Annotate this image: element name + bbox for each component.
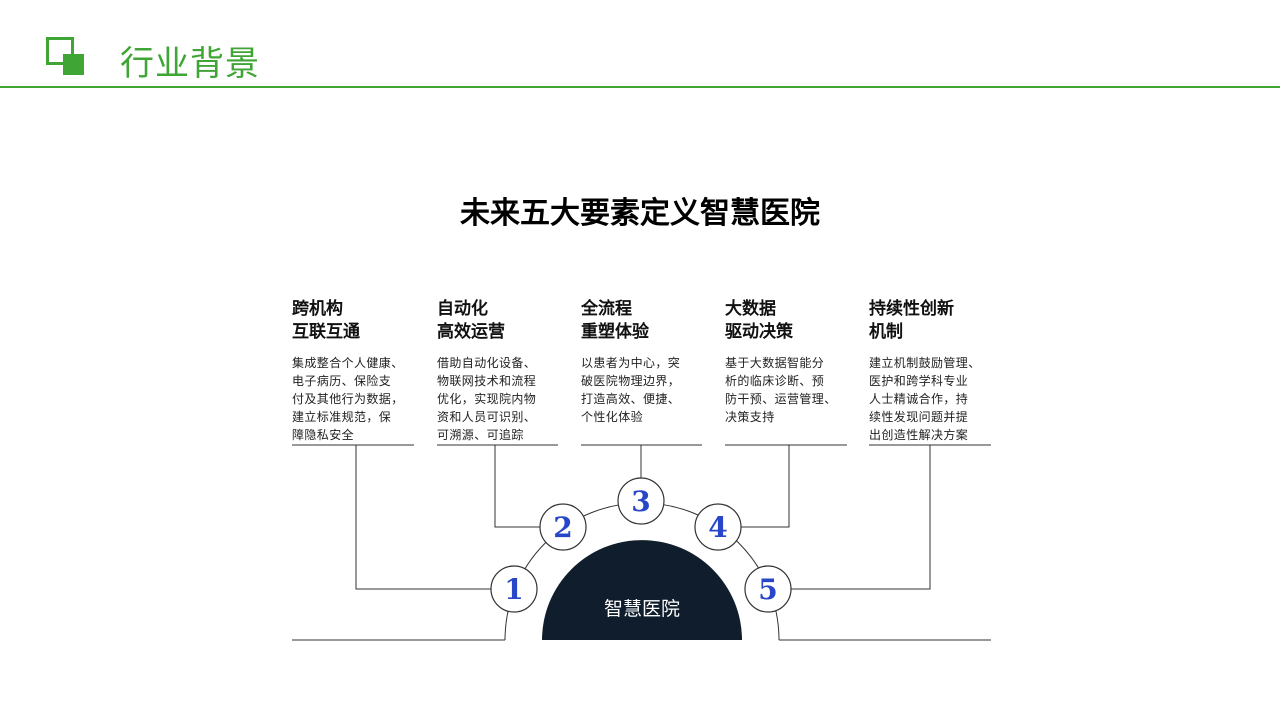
element-desc-1: 集成整合个人健康、 电子病历、保险支 付及其他行为数据， 建立标准规范，保 障隐… bbox=[292, 356, 404, 442]
element-desc-2: 借助自动化设备、 物联网技术和流程 优化，实现院内物 资和人员可识别、 可溯源、… bbox=[437, 356, 537, 442]
element-desc-3: 以患者为中心，突 破医院物理边界， 打造高效、便捷、 个性化体验 bbox=[581, 356, 681, 424]
element-column-3: 全流程 重塑体验 以患者为中心，突 破医院物理边界， 打造高效、便捷、 个性化体… bbox=[581, 298, 705, 426]
header-divider bbox=[0, 86, 1280, 88]
element-column-4: 大数据 驱动决策 基于大数据智能分 析的临床诊断、预 防干预、运营管理、 决策支… bbox=[725, 298, 849, 426]
element-desc-4: 基于大数据智能分 析的临床诊断、预 防干预、运营管理、 决策支持 bbox=[725, 356, 837, 424]
connector-2 bbox=[494, 445, 540, 528]
node-number-2: 2 bbox=[553, 511, 572, 544]
node-circle-3 bbox=[617, 477, 665, 525]
main-title: 未来五大要素定义智慧医院 bbox=[460, 196, 820, 231]
element-column-5: 持续性创新 机制 建立机制鼓励管理、 医护和跨学科专业 人士精诚合作，持 续性发… bbox=[869, 298, 993, 444]
element-column-1: 跨机构 互联互通 集成整合个人健康、 电子病历、保险支 付及其他行为数据， 建立… bbox=[292, 298, 416, 444]
connector-4 bbox=[740, 445, 790, 528]
element-title-1: 跨机构 互联互通 bbox=[292, 299, 360, 342]
node-circle-4 bbox=[694, 503, 742, 551]
element-title-5: 持续性创新 机制 bbox=[869, 299, 954, 342]
node-circle-1 bbox=[490, 565, 538, 613]
connector-1 bbox=[355, 445, 491, 590]
element-title-2: 自动化 高效运营 bbox=[437, 299, 505, 342]
page-header: 行业背景 bbox=[0, 0, 1280, 88]
section-logo-icon bbox=[46, 37, 86, 77]
section-title: 行业背景 bbox=[120, 44, 260, 84]
node-number-1: 1 bbox=[504, 573, 523, 606]
node-number-5: 5 bbox=[758, 573, 777, 606]
element-desc-5: 建立机制鼓励管理、 医护和跨学科专业 人士精诚合作，持 续性发现问题并提 出创造… bbox=[869, 356, 981, 442]
connector-5 bbox=[791, 445, 931, 590]
node-circle-5 bbox=[744, 565, 792, 613]
node-number-3: 3 bbox=[631, 485, 650, 518]
center-label: 智慧医院 bbox=[604, 598, 680, 620]
node-number-4: 4 bbox=[708, 511, 727, 544]
element-title-3: 全流程 重塑体验 bbox=[581, 299, 649, 342]
element-title-4: 大数据 驱动决策 bbox=[725, 299, 793, 342]
center-hub bbox=[542, 540, 742, 640]
node-circle-2 bbox=[539, 503, 587, 551]
element-column-2: 自动化 高效运营 借助自动化设备、 物联网技术和流程 优化，实现院内物 资和人员… bbox=[437, 298, 561, 444]
